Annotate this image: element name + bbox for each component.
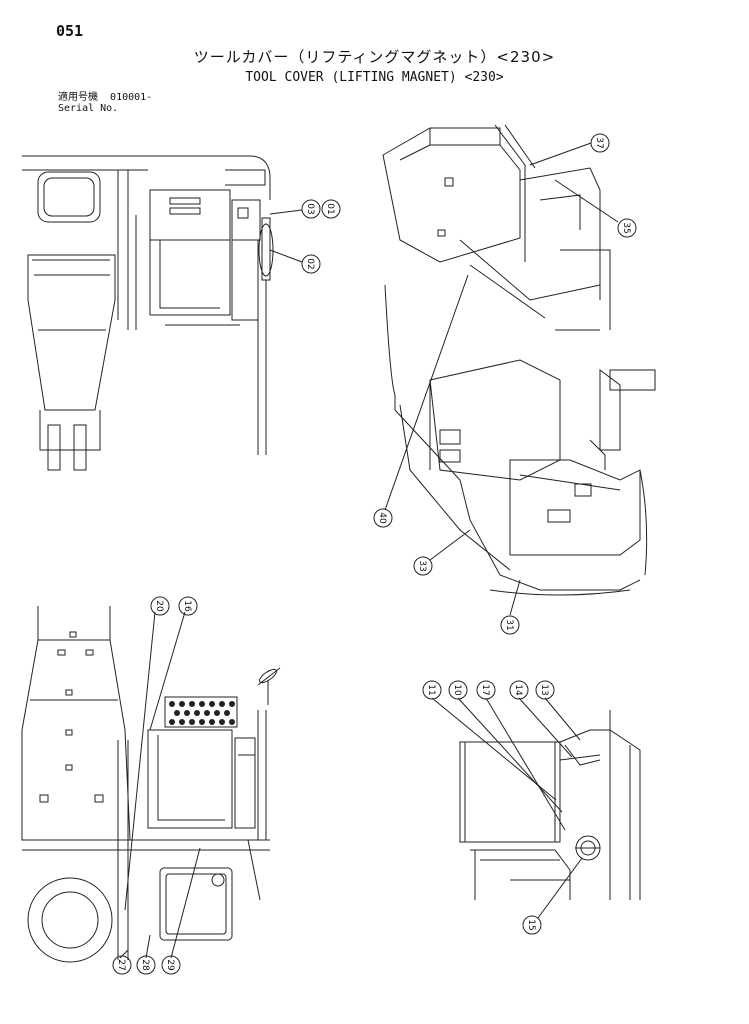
callout-label: 27 <box>116 959 126 970</box>
callout-label: 02 <box>305 258 315 269</box>
callout-label: 37 <box>594 137 604 148</box>
view-bottom-right <box>431 697 641 919</box>
serial-block: 適用号機 010001- Serial No. <box>58 92 152 114</box>
callout-label: 29 <box>165 959 175 971</box>
perforation-dots <box>169 701 235 725</box>
callouts-top-left <box>301 199 341 274</box>
callout-label: 13 <box>539 684 549 695</box>
callout-label: 01 <box>325 203 335 214</box>
serial-value: 010001- <box>110 92 153 103</box>
page-number: 051 <box>56 22 84 40</box>
callout-label: 31 <box>504 619 514 630</box>
callout-label: 03 <box>305 203 315 214</box>
serial-label-en: Serial No. <box>58 103 119 114</box>
view-bottom-left <box>21 606 270 963</box>
callout-label: 40 <box>377 512 387 524</box>
callout-label: 14 <box>513 684 523 696</box>
callout-label: 20 <box>154 600 164 612</box>
view-top-left <box>22 155 303 471</box>
view-top-right <box>382 124 656 616</box>
magnet-knob-icon <box>257 667 281 686</box>
callout-label: 33 <box>417 560 427 571</box>
callout-label: 15 <box>526 919 536 930</box>
callouts-top-right <box>373 133 637 635</box>
callout-label: 10 <box>452 684 462 696</box>
callouts-bottom-left <box>112 596 198 975</box>
callout-label: 17 <box>480 684 490 695</box>
callout-label: 35 <box>621 222 631 233</box>
callout-label: 16 <box>182 600 192 612</box>
title-english: TOOL COVER (LIFTING MAGNET) <230> <box>245 70 504 85</box>
serial-label-jp: 適用号機 <box>58 92 98 103</box>
title-japanese: ツールカバー（リフティングマグネット）<230> <box>193 48 556 66</box>
callout-label: 11 <box>426 684 436 695</box>
callouts-bottom-right <box>422 680 555 935</box>
callout-label: 28 <box>140 959 150 971</box>
